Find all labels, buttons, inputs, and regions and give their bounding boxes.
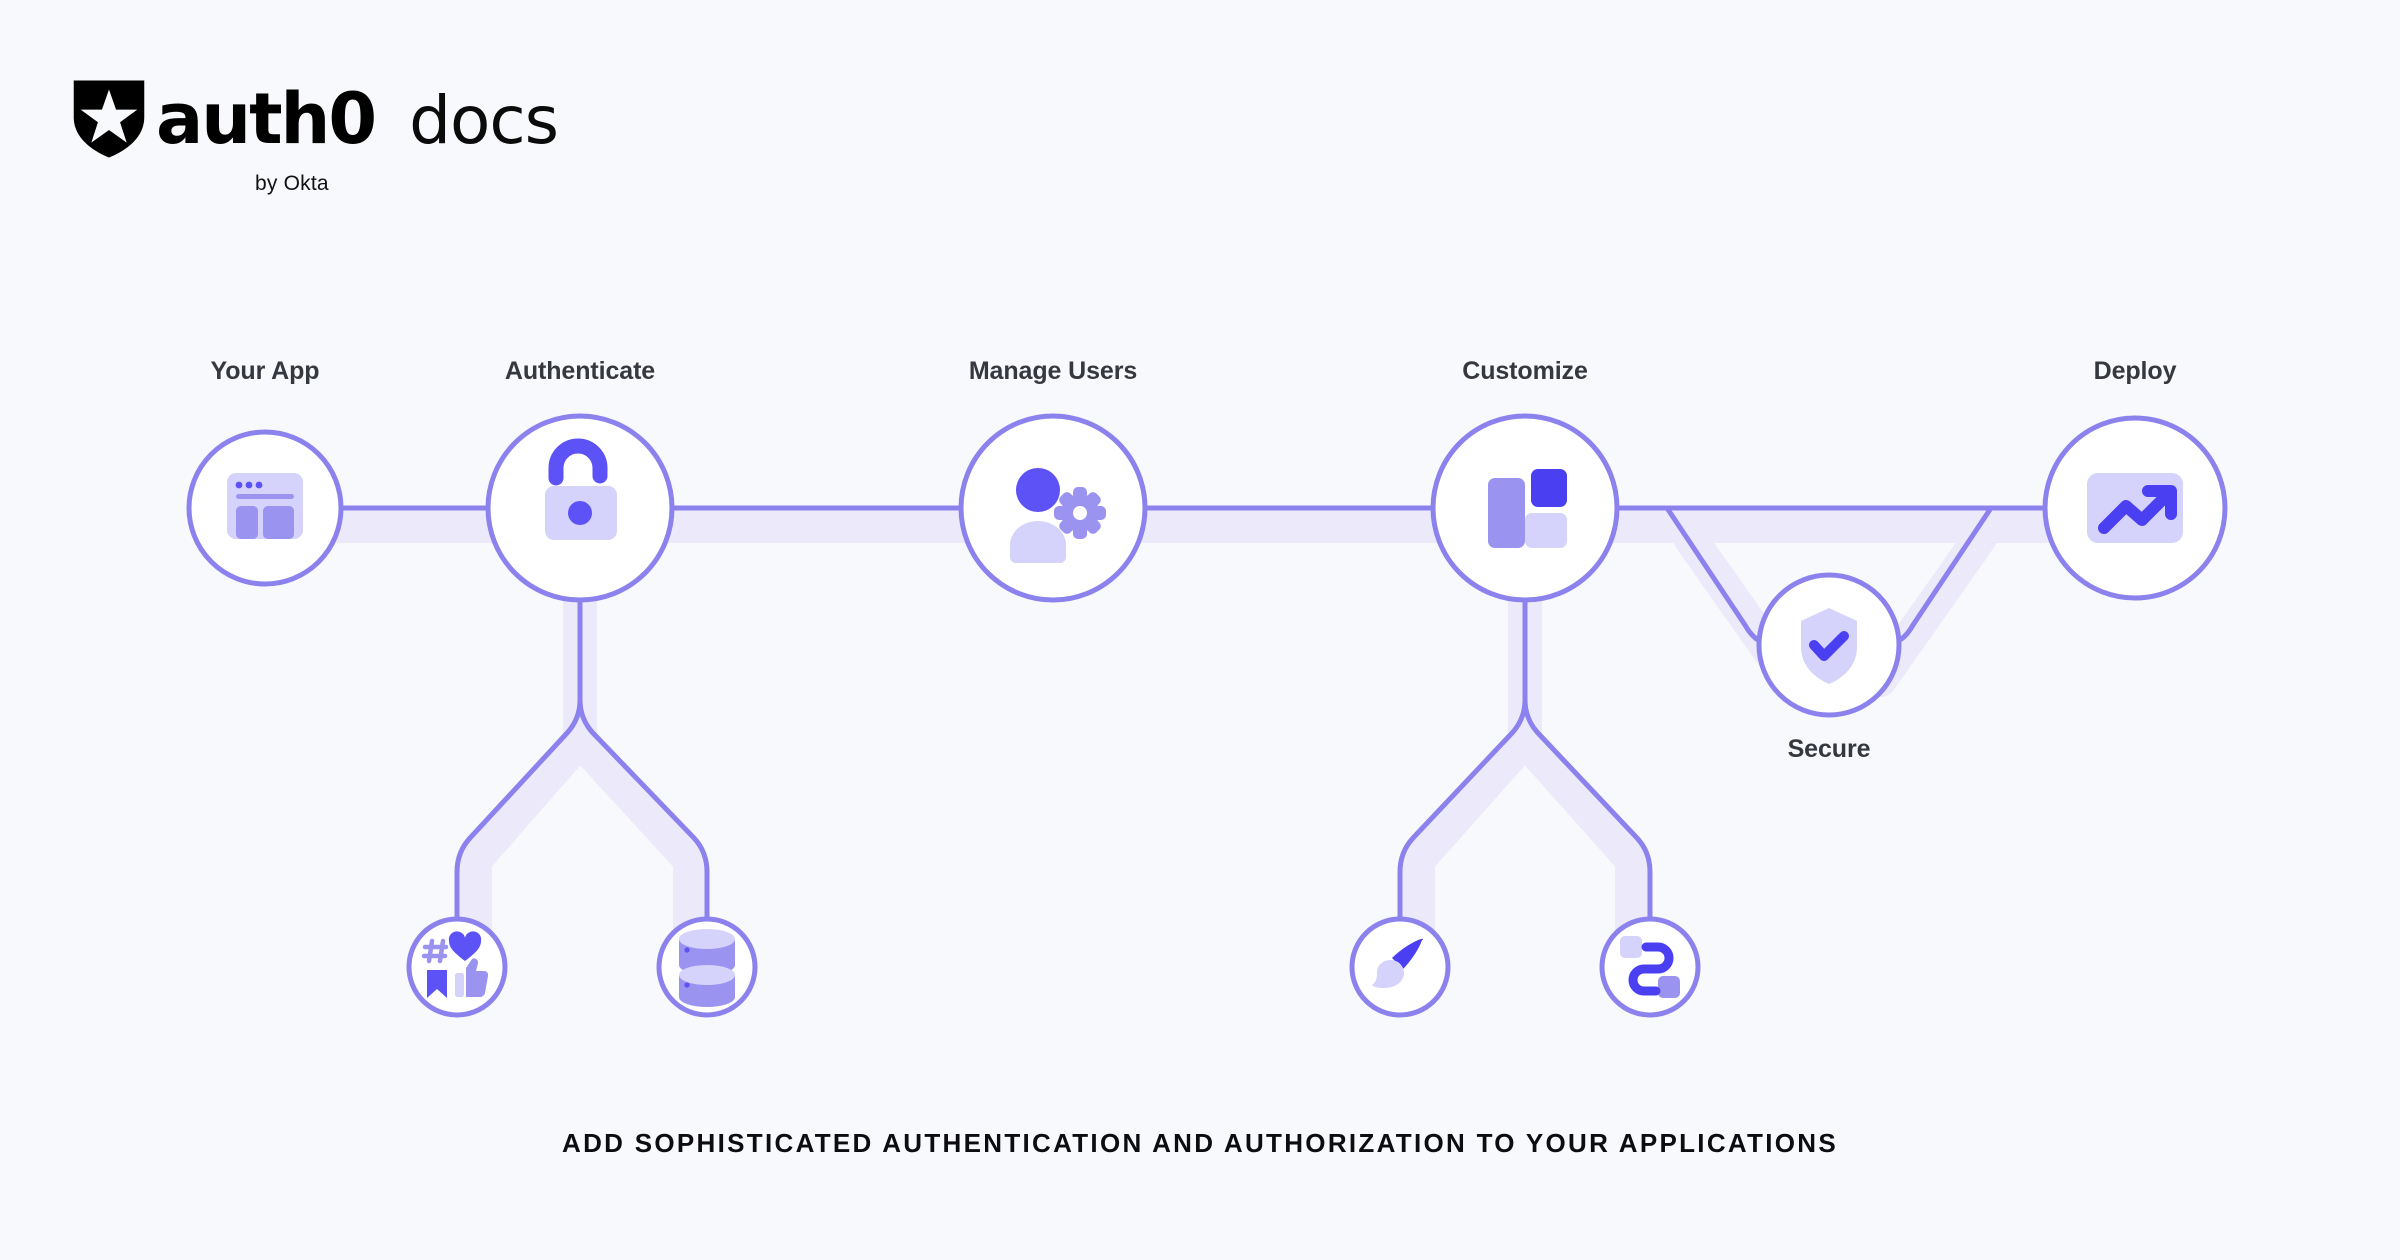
database-icon	[679, 929, 735, 1007]
brand-wordmark: auth0	[156, 78, 377, 160]
bookmark-icon	[427, 970, 447, 998]
node-customize[interactable]	[1430, 413, 1620, 603]
node-authenticate[interactable]	[485, 413, 675, 603]
node-your-app[interactable]	[186, 429, 344, 587]
social-reactions-icon	[421, 931, 489, 998]
flow-path-icon	[1620, 936, 1680, 998]
node-branding[interactable]	[1349, 916, 1451, 1018]
thumbs-up-icon	[455, 958, 489, 998]
user-gear-icon	[1010, 468, 1106, 563]
node-label-deploy: Deploy	[2093, 357, 2177, 385]
node-database-connections[interactable]	[656, 916, 758, 1018]
node-label-customize: Customize	[1462, 357, 1588, 385]
brand-subtitle: by Okta	[255, 172, 329, 195]
browser-window-icon	[227, 473, 303, 539]
trending-up-icon	[2087, 473, 2183, 543]
node-actions-flows[interactable]	[1599, 916, 1701, 1018]
node-secure[interactable]	[1756, 572, 1902, 718]
node-label-manage-users: Manage Users	[968, 357, 1138, 385]
paintbrush-icon	[1372, 938, 1424, 988]
tagline: Add sophisticated authentication and aut…	[562, 1128, 1838, 1158]
node-social-connections[interactable]	[406, 916, 508, 1018]
brand-texts: auth0 docs	[156, 78, 559, 162]
brand-header: auth0 docs	[68, 78, 559, 162]
node-label-secure: Secure	[1787, 735, 1871, 763]
connector-authenticate-to-database	[577, 505, 710, 922]
node-label-authenticate: Authenticate	[504, 357, 656, 385]
unlock-icon	[545, 438, 617, 540]
node-label-your-app: Your App	[210, 357, 320, 385]
node-deploy[interactable]	[2042, 415, 2228, 601]
layout-blocks-icon	[1488, 469, 1567, 548]
auth0-shield-star-logo-icon	[68, 78, 150, 160]
heart-icon	[448, 931, 482, 961]
shield-check-icon	[1801, 608, 1857, 684]
hashtag-icon	[421, 938, 449, 964]
brand-product-label: docs	[409, 82, 559, 159]
node-manage-users[interactable]	[958, 413, 1148, 603]
connector-customize-to-flows	[1522, 505, 1653, 922]
